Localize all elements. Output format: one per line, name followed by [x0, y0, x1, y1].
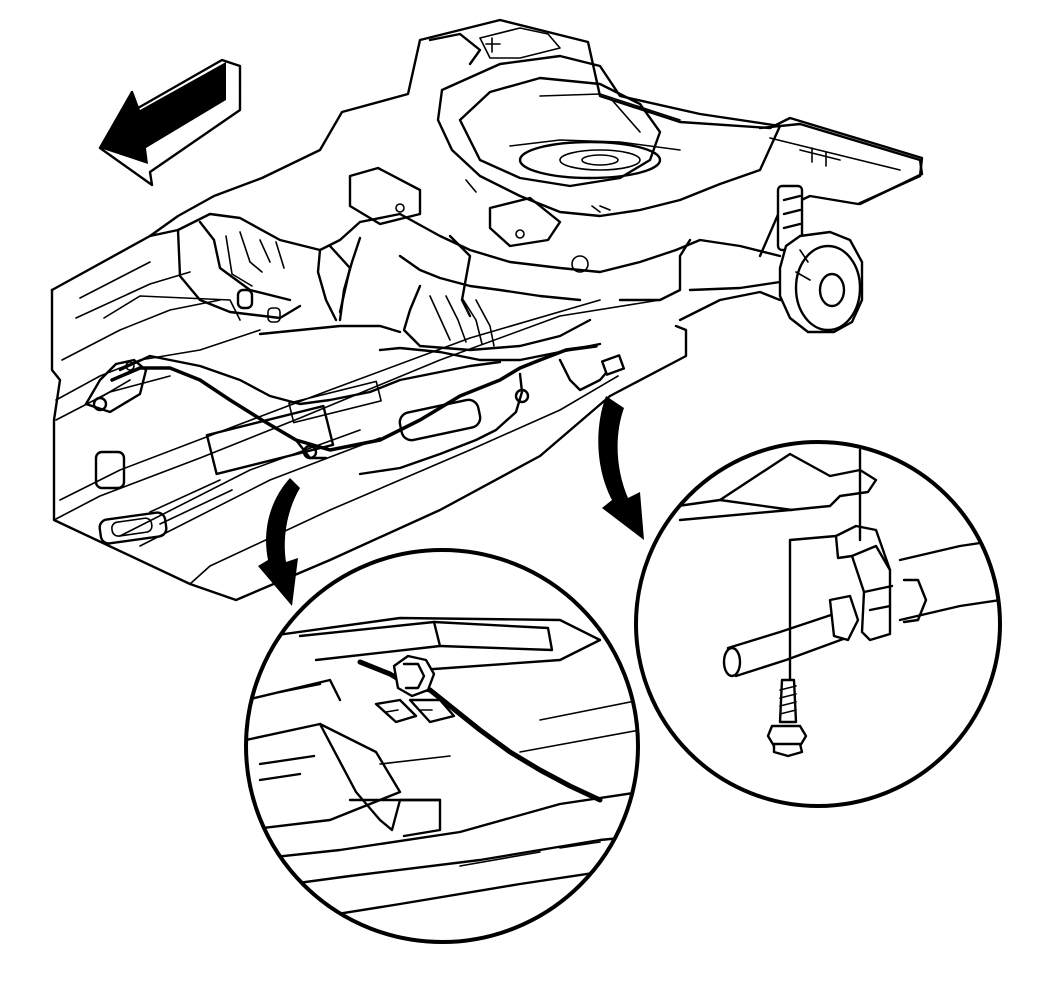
detail-view-clip: [244, 548, 640, 944]
detail-view-bracket: [634, 440, 1002, 808]
front-direction-arrow-icon: [98, 58, 242, 187]
spare-tire-well: [348, 27, 924, 273]
hex-bolt-icon: [766, 678, 808, 758]
curved-callout-arrow-icon: [258, 478, 300, 606]
rear-wheel-hub: [618, 184, 864, 334]
curved-callout-arrow-icon: [598, 396, 644, 540]
rear-crossmember: [148, 212, 678, 352]
harness-cable: [110, 324, 626, 476]
